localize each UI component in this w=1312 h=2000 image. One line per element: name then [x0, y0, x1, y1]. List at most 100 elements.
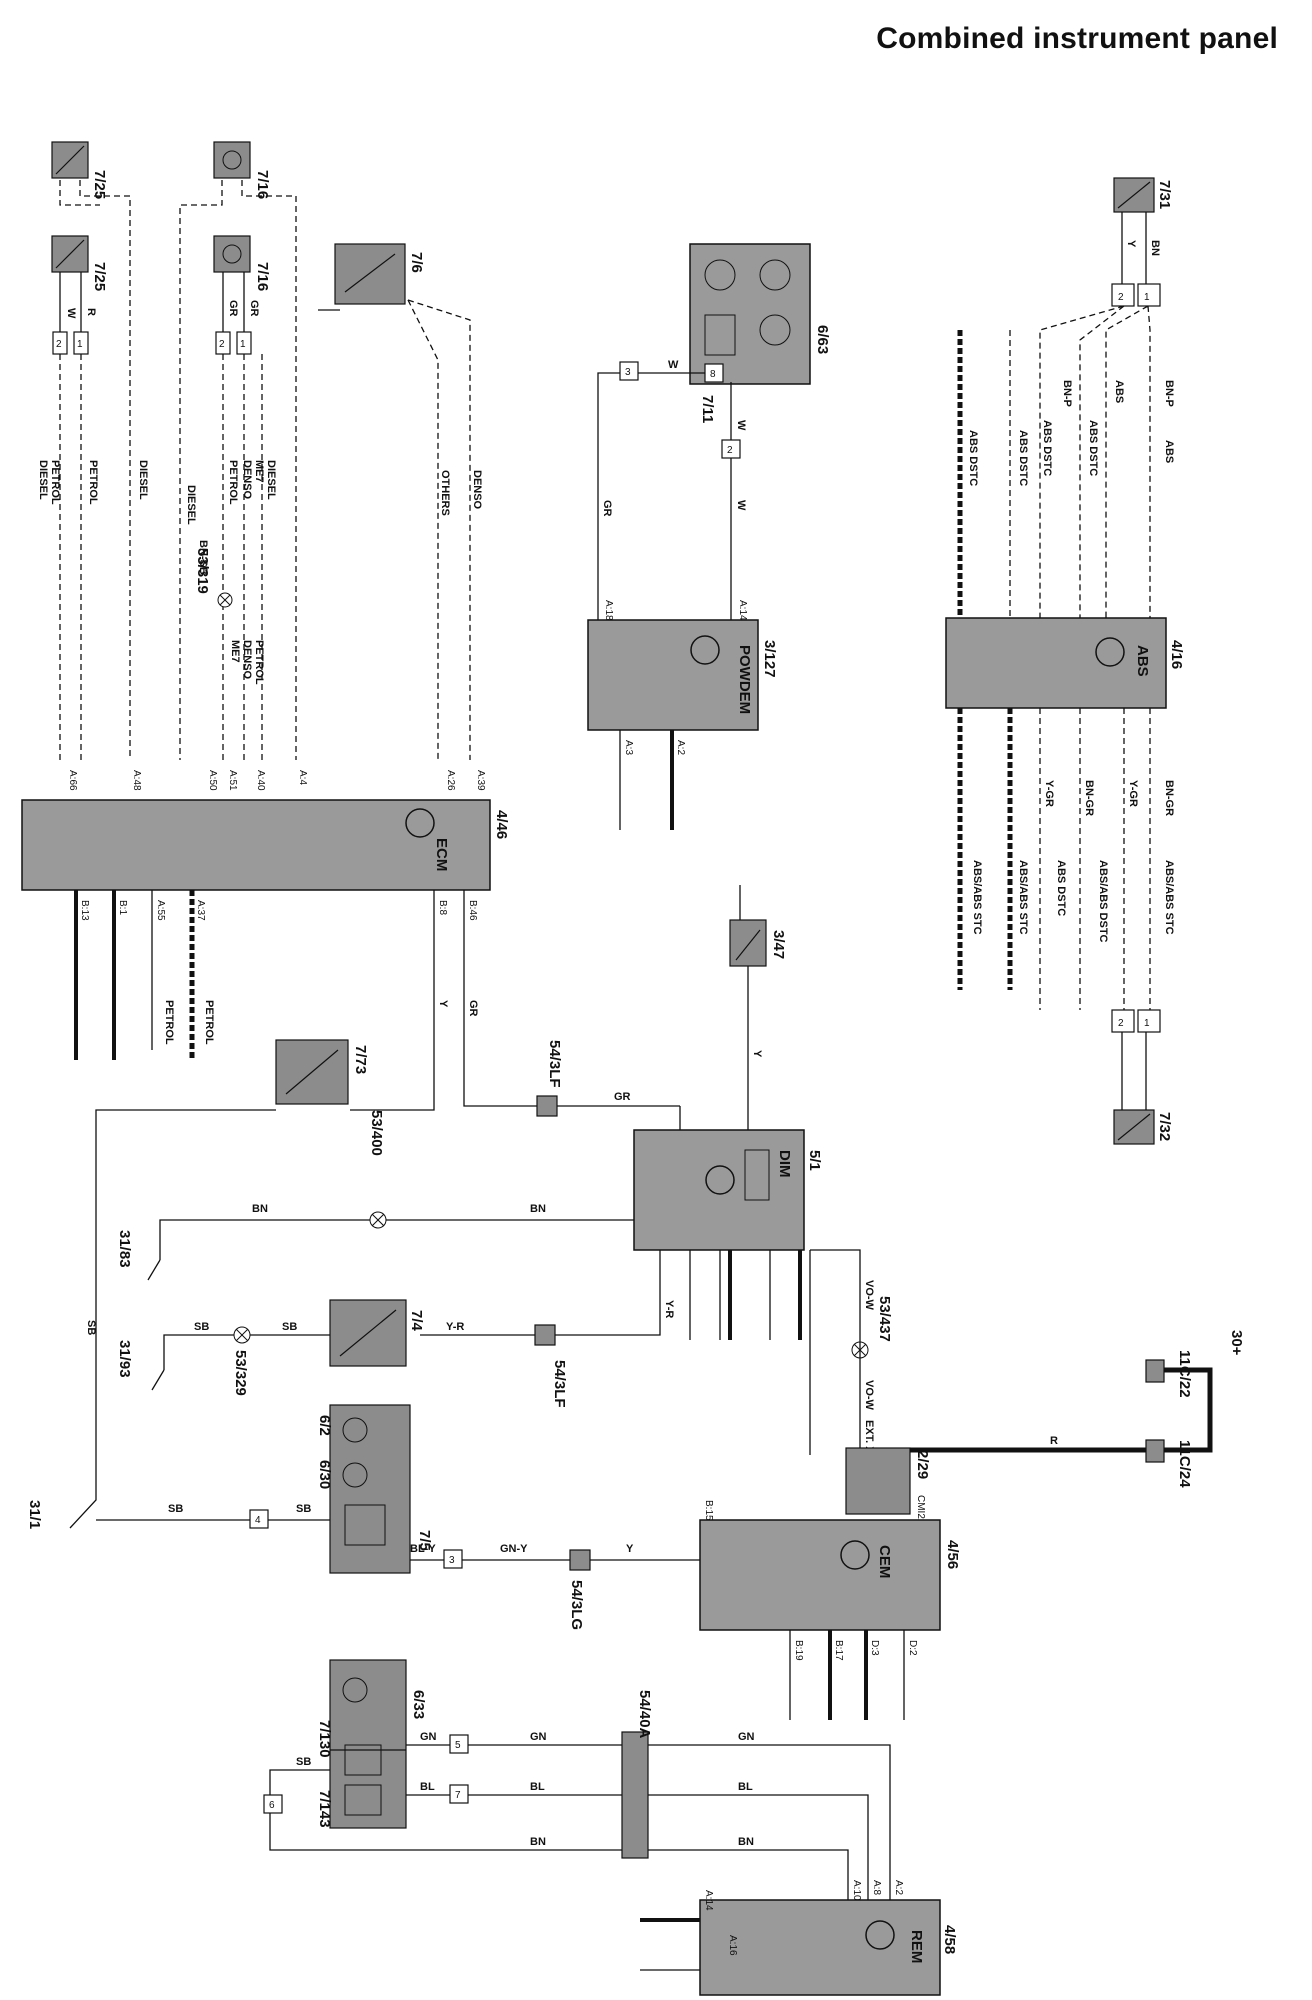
- label-denso-2: DENSO: [241, 640, 253, 680]
- svg-text:6/33: 6/33: [410, 1690, 427, 1719]
- svg-text:Y-GR: Y-GR: [1127, 780, 1139, 807]
- svg-text:CMI22: CMI22: [915, 1495, 926, 1525]
- svg-text:W: W: [735, 420, 747, 431]
- label-denso-1: DENSO: [241, 460, 253, 500]
- svg-text:Y: Y: [1125, 240, 1137, 248]
- svg-text:6/2: 6/2: [316, 1415, 333, 1436]
- module-4-58-rem[interactable]: REM 4/58: [699, 1899, 958, 1996]
- switch-7-73[interactable]: 7/73: [275, 1039, 369, 1105]
- connector-54-40a[interactable]: 54/40A: [621, 1690, 653, 1859]
- sensor-7-16-top[interactable]: 7/16: [213, 141, 271, 199]
- svg-text:A:48: A:48: [131, 770, 142, 791]
- svg-text:2: 2: [1118, 1018, 1124, 1029]
- svg-text:BN: BN: [530, 1836, 546, 1848]
- svg-text:BN: BN: [252, 1203, 268, 1215]
- svg-text:7/143: 7/143: [316, 1790, 333, 1828]
- sensor-7-25-top[interactable]: 7/25: [51, 141, 108, 199]
- module-5-1-dim[interactable]: DIM 5/1: [633, 1129, 823, 1251]
- svg-text:6/63: 6/63: [814, 325, 831, 354]
- svg-text:ABS/ABS DSTC: ABS/ABS DSTC: [1097, 860, 1109, 943]
- ref-54-3lf: 54/3LF: [534, 1324, 568, 1408]
- switch-7-4[interactable]: 7/4: [329, 1299, 425, 1367]
- connector-11c-24[interactable]: 11C/24: [1145, 1439, 1193, 1488]
- label-petrol-1: PETROL: [49, 460, 61, 505]
- svg-text:ECM: ECM: [433, 838, 450, 871]
- svg-text:GN: GN: [738, 1731, 755, 1743]
- module-4-46-ecm[interactable]: ECM 4/46: [21, 799, 510, 891]
- svg-text:7/32: 7/32: [1156, 1112, 1173, 1141]
- svg-text:3: 3: [449, 1555, 455, 1566]
- svg-text:54/3LG: 54/3LG: [568, 1580, 585, 1630]
- motor-6-63[interactable]: 6/63: [689, 243, 831, 385]
- svg-text:A:51: A:51: [227, 770, 238, 791]
- sensor-7-6[interactable]: 7/6: [334, 243, 425, 305]
- svg-text:REM: REM: [908, 1930, 925, 1963]
- module-4-16-abs[interactable]: ABS 4/16: [945, 617, 1185, 709]
- module-3-127-powdem[interactable]: POWDEM 3/127: [587, 619, 778, 731]
- svg-text:4: 4: [255, 1515, 261, 1526]
- svg-text:GN: GN: [420, 1731, 437, 1743]
- svg-text:SB: SB: [296, 1756, 311, 1768]
- sensor-7-32[interactable]: 7/32: [1113, 1109, 1173, 1145]
- svg-text:Y: Y: [751, 1050, 763, 1058]
- label-petrol-3: PETROL: [227, 460, 239, 505]
- svg-text:GR: GR: [467, 1000, 479, 1017]
- ref-53-319: 53/319: [194, 548, 233, 608]
- motor-6-33[interactable]: 6/33 7/130 7/143: [316, 1659, 427, 1829]
- sensor-7-16[interactable]: 7/16: [213, 235, 271, 291]
- svg-text:R: R: [85, 308, 97, 316]
- svg-text:POWDEM: POWDEM: [736, 645, 753, 714]
- label-30-plus: 30+: [1228, 1330, 1245, 1356]
- ref-53-400: 53/400: [368, 1110, 387, 1229]
- svg-text:3/47: 3/47: [770, 930, 787, 959]
- svg-text:GR: GR: [248, 300, 260, 317]
- connector-11c-22[interactable]: 11C/22: [1145, 1350, 1193, 1398]
- label-me7-1: ME7: [253, 460, 265, 483]
- svg-text:3: 3: [625, 367, 631, 378]
- svg-text:A:39: A:39: [475, 770, 486, 791]
- svg-text:A:55: A:55: [155, 900, 166, 921]
- svg-text:53/319: 53/319: [194, 548, 211, 594]
- svg-text:ABS: ABS: [1163, 440, 1175, 463]
- svg-text:A:4: A:4: [297, 770, 308, 785]
- svg-text:W: W: [65, 308, 77, 319]
- svg-text:BN-GR: BN-GR: [1163, 780, 1175, 816]
- module-4-56-cem[interactable]: CEM 4/56: [699, 1519, 961, 1631]
- svg-text:11C/24: 11C/24: [1176, 1440, 1193, 1488]
- svg-text:ABS/ABS STC: ABS/ABS STC: [971, 860, 983, 935]
- svg-text:2: 2: [219, 339, 225, 350]
- sensor-7-25[interactable]: 7/25: [51, 235, 108, 291]
- svg-text:A:8: A:8: [871, 1880, 882, 1895]
- sensor-7-31[interactable]: 7/31: [1113, 177, 1173, 213]
- svg-text:7: 7: [455, 1790, 461, 1801]
- label-petrol-5: PETROL: [163, 1000, 175, 1045]
- svg-text:7/6: 7/6: [408, 252, 425, 273]
- svg-text:R: R: [1050, 1435, 1058, 1447]
- svg-text:2: 2: [727, 445, 733, 456]
- svg-text:A:50: A:50: [207, 770, 218, 791]
- svg-text:7/4: 7/4: [408, 1310, 425, 1332]
- svg-text:ABS DSTC: ABS DSTC: [967, 430, 979, 486]
- label-7-25-top: 7/25: [91, 170, 108, 199]
- svg-text:DIM: DIM: [776, 1150, 793, 1178]
- svg-text:BN-GR: BN-GR: [1083, 780, 1095, 816]
- motor-6-2-6-30[interactable]: 6/2 6/30 7/5: [316, 1404, 433, 1574]
- svg-text:7/5: 7/5: [416, 1530, 433, 1551]
- svg-text:1: 1: [240, 339, 246, 350]
- svg-text:CEM: CEM: [876, 1545, 893, 1578]
- svg-text:A:26: A:26: [445, 770, 456, 791]
- label-diesel-2: DIESEL: [137, 460, 149, 500]
- label-diesel-1: DIESEL: [37, 460, 49, 500]
- svg-text:7/11: 7/11: [699, 395, 716, 423]
- svg-text:ABS DSTC: ABS DSTC: [1041, 420, 1053, 476]
- switch-3-47[interactable]: 3/47: [729, 919, 787, 967]
- svg-text:54/3LF: 54/3LF: [546, 1040, 563, 1088]
- ref-53-329: 53/329: [232, 1326, 251, 1396]
- svg-text:B:15: B:15: [703, 1500, 714, 1521]
- svg-text:31/83: 31/83: [116, 1230, 133, 1268]
- label-denso-3: DENSO: [471, 470, 483, 510]
- svg-text:B:8: B:8: [437, 900, 448, 915]
- relay-2-29[interactable]: 2/29 CMI22: [845, 1447, 931, 1525]
- ref-54-3lg: 54/3LG: [568, 1549, 591, 1630]
- svg-text:D:3: D:3: [869, 1640, 880, 1656]
